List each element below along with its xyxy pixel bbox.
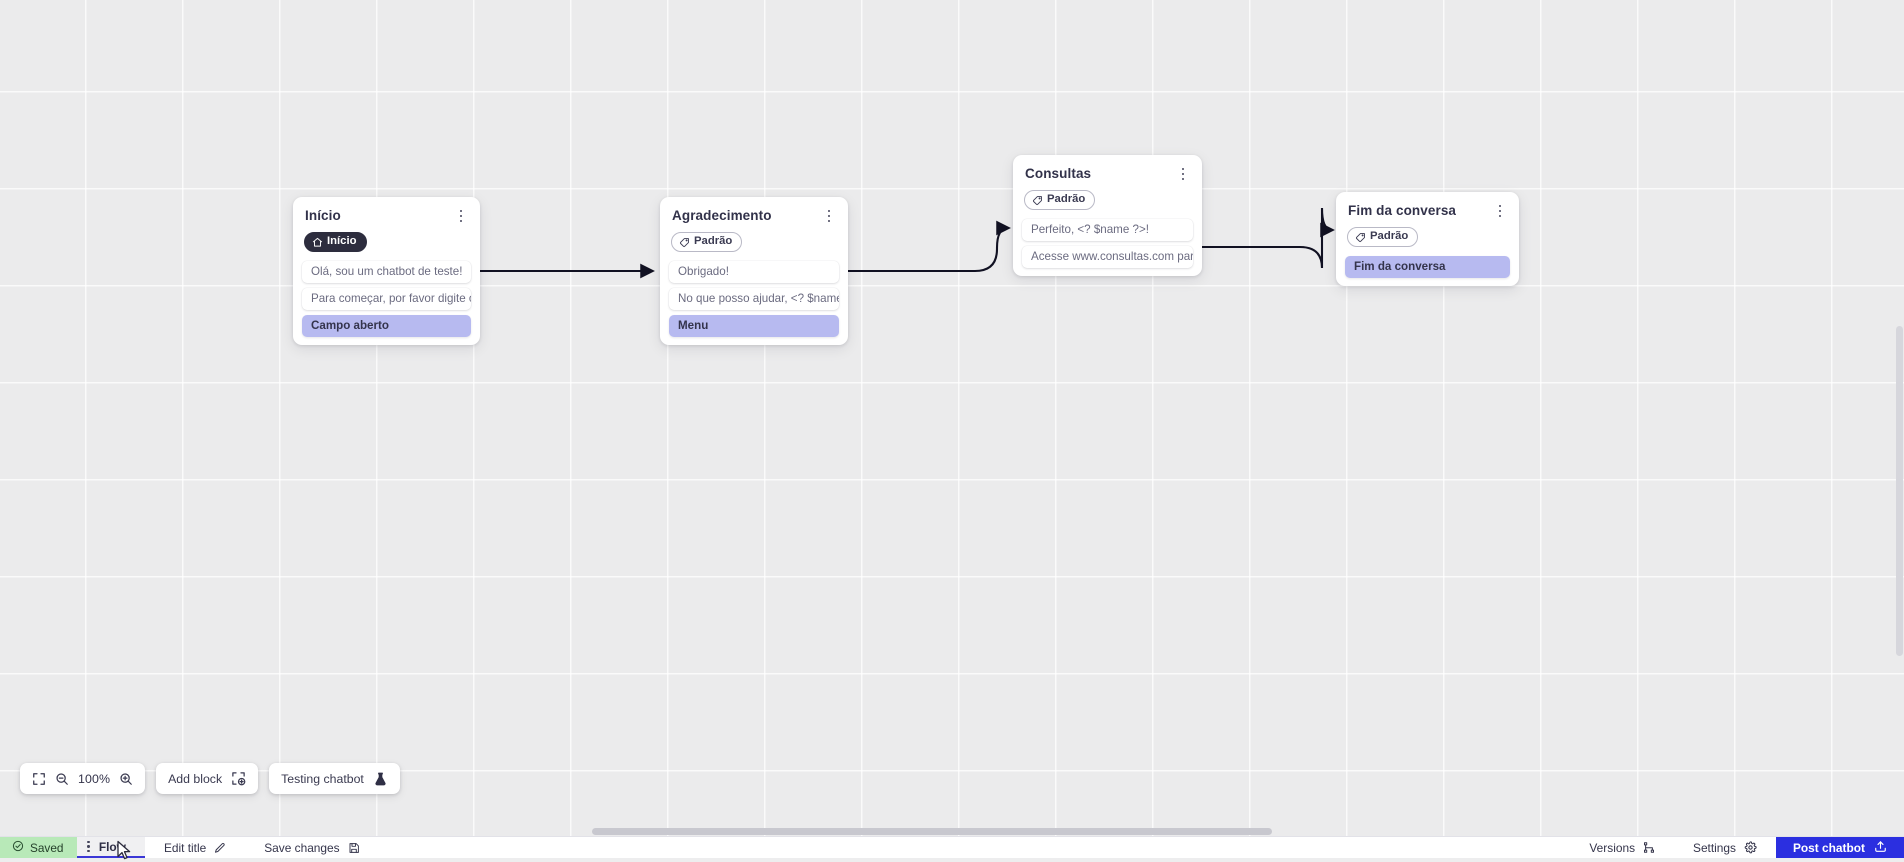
node-message-rows: Fim da conversa — [1345, 256, 1510, 278]
horizontal-scrollbar[interactable] — [0, 827, 1904, 836]
node-message-rows: Perfeito, <? $name ?>! Acesse www.consul… — [1022, 219, 1193, 268]
node-title: Fim da conversa — [1348, 203, 1456, 219]
versions-button[interactable]: Versions — [1570, 837, 1674, 858]
node-row-accent[interactable]: Campo aberto — [302, 315, 471, 337]
node-row[interactable]: Obrigado! — [669, 261, 839, 283]
node-tag-label: Padrão — [1370, 231, 1408, 242]
node-title: Consultas — [1025, 166, 1091, 182]
settings-button[interactable]: Settings — [1674, 837, 1776, 858]
kebab-menu-icon[interactable] — [821, 207, 837, 225]
tag-icon — [1355, 232, 1366, 243]
tab-flow-label: Flow — [99, 840, 126, 854]
zoom-controls: 100% — [20, 763, 145, 794]
flow-node-consultas[interactable]: Consultas Padrão Perfeito, <? $name ?>! … — [1013, 155, 1202, 276]
saved-status-badge: Saved — [0, 837, 77, 858]
edge-consultas-fim — [1202, 208, 1332, 268]
pencil-icon — [214, 842, 226, 854]
bottom-bar-left: Saved Flow Edit title Save changes — [0, 837, 379, 858]
edge-agradecimento-consultas — [848, 228, 1008, 271]
settings-label: Settings — [1693, 841, 1736, 855]
node-message-rows: Obrigado! No que posso ajudar, <? $name … — [669, 261, 839, 337]
kebab-menu-icon[interactable] — [453, 207, 469, 225]
node-tag-label: Padrão — [694, 236, 732, 247]
home-icon — [312, 237, 323, 248]
flask-icon — [373, 771, 388, 787]
flow-node-agradecimento[interactable]: Agradecimento Padrão Obrigado! No que po… — [660, 197, 848, 345]
node-tag-label: Padrão — [1047, 194, 1085, 205]
upload-icon — [1874, 840, 1887, 856]
node-row[interactable]: Acesse www.consultas.com par... — [1022, 246, 1193, 268]
node-row-accent[interactable]: Menu — [669, 315, 839, 337]
node-tag-row: Início — [302, 225, 471, 253]
node-row[interactable]: Olá, sou um chatbot de teste! — [302, 261, 471, 283]
node-tag-row: Padrão — [1022, 183, 1193, 211]
node-tag-chip-padrao[interactable]: Padrão — [1347, 227, 1418, 247]
saved-status-label: Saved — [30, 841, 63, 855]
add-block-button[interactable]: Add block — [156, 763, 258, 794]
node-row[interactable]: Para começar, por favor digite o ... — [302, 288, 471, 310]
save-changes-label: Save changes — [264, 841, 339, 855]
edit-title-label: Edit title — [164, 841, 206, 855]
node-tag-chip-padrao[interactable]: Padrão — [1024, 190, 1095, 210]
tab-flow[interactable]: Flow — [77, 837, 144, 858]
connector-edges — [0, 0, 1904, 836]
testing-chatbot-button[interactable]: Testing chatbot — [269, 763, 400, 794]
horizontal-scrollbar-thumb[interactable] — [592, 828, 1272, 835]
tag-icon — [1032, 195, 1043, 206]
node-title: Início — [305, 208, 341, 224]
node-tag-chip-padrao[interactable]: Padrão — [671, 232, 742, 252]
node-row[interactable]: No que posso ajudar, <? $name ... — [669, 288, 839, 310]
node-header: Consultas — [1022, 164, 1193, 183]
add-block-label: Add block — [168, 772, 222, 786]
node-header: Fim da conversa — [1345, 201, 1510, 220]
tag-icon — [679, 237, 690, 248]
fit-screen-icon[interactable] — [32, 772, 46, 786]
kebab-menu-icon[interactable] — [1175, 165, 1191, 183]
gear-icon — [1744, 841, 1757, 854]
node-title: Agradecimento — [672, 208, 772, 224]
node-tag-row: Padrão — [1345, 220, 1510, 248]
zoom-level: 100% — [78, 772, 110, 786]
post-chatbot-label: Post chatbot — [1793, 841, 1865, 855]
node-message-rows: Olá, sou um chatbot de teste! Para começ… — [302, 261, 471, 337]
branch-icon — [1643, 841, 1655, 854]
vertical-scrollbar[interactable] — [1895, 0, 1904, 836]
canvas-toolbar: 100% Add block Testing chatbot — [20, 763, 400, 794]
kebab-menu-icon[interactable] — [1492, 202, 1508, 220]
edit-title-button[interactable]: Edit title — [145, 837, 245, 858]
node-tag-row: Padrão — [669, 225, 839, 253]
add-block-icon — [231, 771, 246, 786]
zoom-in-icon[interactable] — [119, 772, 133, 786]
flow-canvas[interactable]: Início Início Olá, sou um chatbot de tes… — [0, 0, 1904, 836]
vertical-scrollbar-thumb[interactable] — [1896, 326, 1903, 656]
node-header: Início — [302, 206, 471, 225]
floppy-disk-icon — [348, 842, 360, 854]
kebab-menu-icon[interactable] — [85, 841, 91, 852]
node-row[interactable]: Perfeito, <? $name ?>! — [1022, 219, 1193, 241]
flow-node-fim-da-conversa[interactable]: Fim da conversa Padrão Fim da conversa — [1336, 192, 1519, 286]
bottom-status-bar: Saved Flow Edit title Save changes — [0, 836, 1904, 858]
node-tag-label: Início — [327, 236, 357, 247]
node-row-accent[interactable]: Fim da conversa — [1345, 256, 1510, 278]
flow-node-inicio[interactable]: Início Início Olá, sou um chatbot de tes… — [293, 197, 480, 345]
versions-label: Versions — [1589, 841, 1635, 855]
node-tag-chip-inicio[interactable]: Início — [304, 232, 367, 252]
testing-chatbot-label: Testing chatbot — [281, 772, 364, 786]
zoom-out-icon[interactable] — [55, 772, 69, 786]
check-circle-icon — [12, 840, 24, 855]
save-changes-button[interactable]: Save changes — [245, 837, 378, 858]
post-chatbot-button[interactable]: Post chatbot — [1776, 837, 1904, 858]
bottom-bar-right: Versions Settings Post ch — [1570, 837, 1904, 858]
node-header: Agradecimento — [669, 206, 839, 225]
